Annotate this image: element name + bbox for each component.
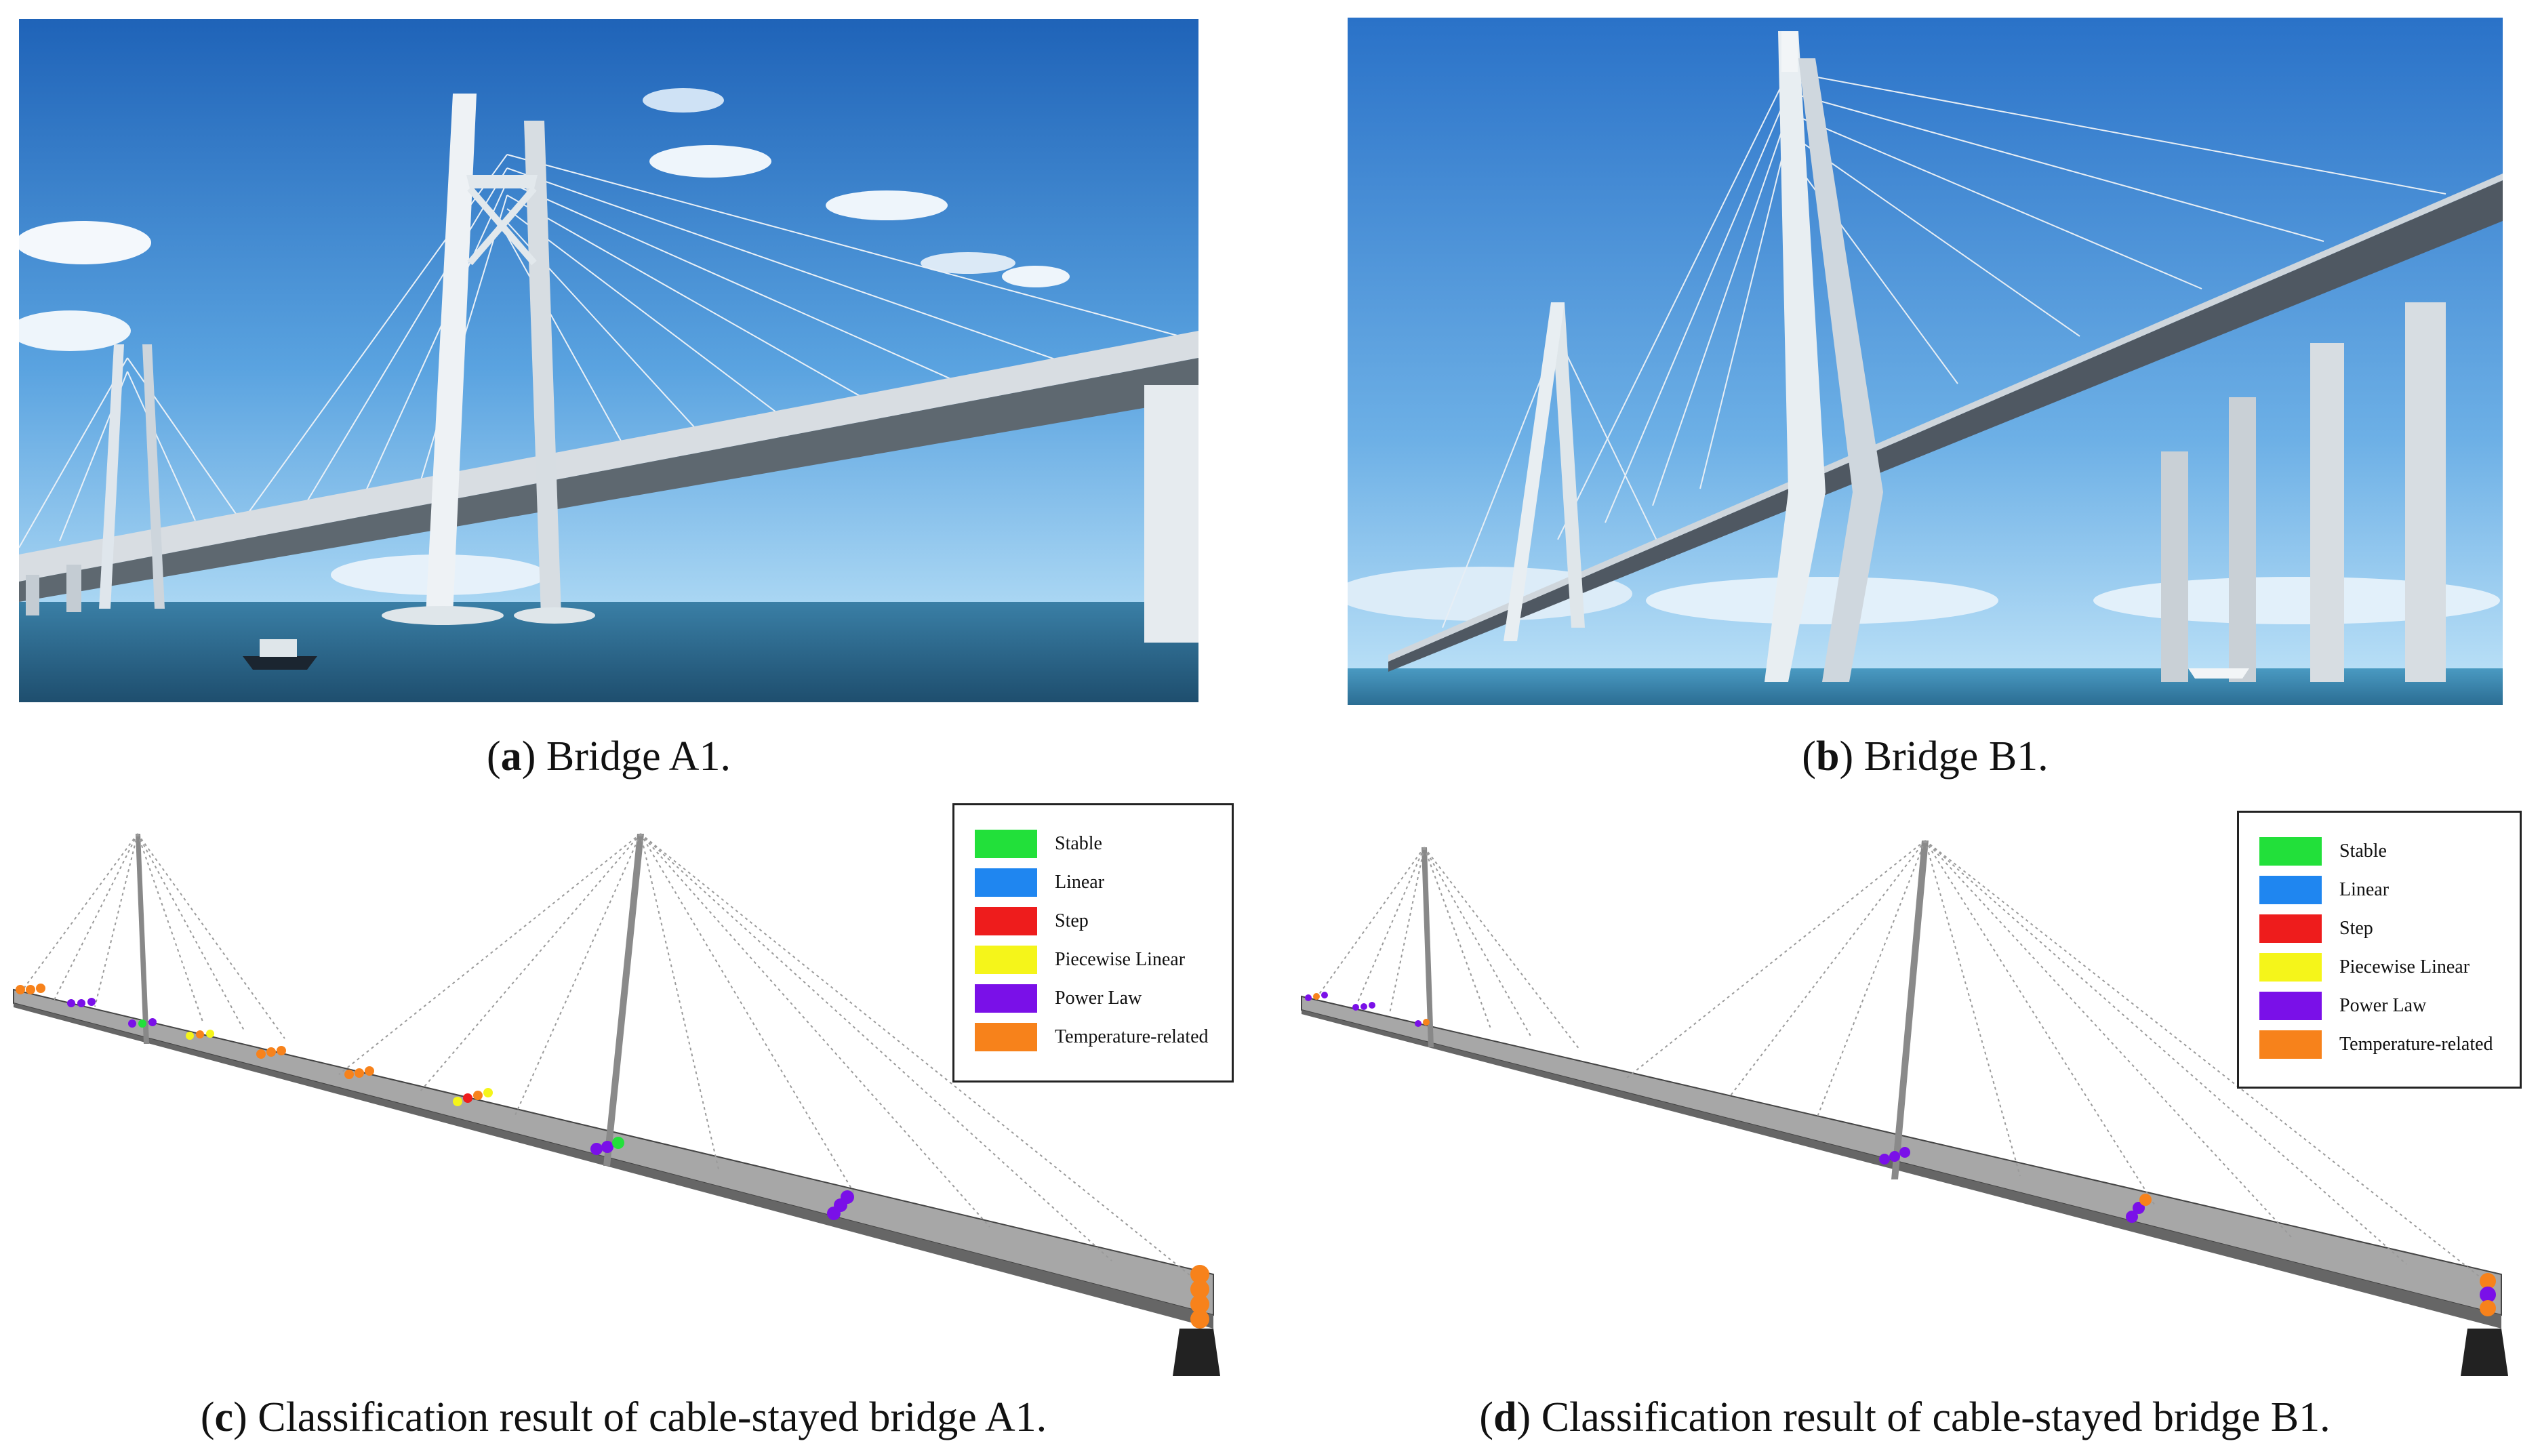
- legend-label: Piecewise Linear: [1055, 948, 1186, 970]
- caption-a-text: ) Bridge A1.: [521, 733, 731, 780]
- caption-d: (d) Classification result of cable-staye…: [1479, 1394, 2331, 1440]
- legend-label: Stable: [1055, 832, 1102, 854]
- legend-item-step: Step: [975, 902, 1217, 940]
- swatch-temperature-related: [975, 1022, 1037, 1051]
- caption-d-letter: d: [1493, 1394, 1517, 1440]
- caption-c-text: ) Classification result of cable-stayed …: [233, 1394, 1047, 1440]
- legend-label: Power Law: [1055, 987, 1142, 1009]
- swatch-stable: [2259, 836, 2322, 866]
- legend-c: Stable Linear Step Piecewise Linear Powe…: [952, 803, 1234, 1083]
- legend-label: Piecewise Linear: [2339, 956, 2470, 977]
- legend-label: Linear: [1055, 871, 1105, 893]
- legend-label: Stable: [2339, 840, 2387, 862]
- legend-label: Temperature-related: [2339, 1033, 2493, 1055]
- legend-item-temperature-related: Temperature-related: [975, 1017, 1217, 1056]
- swatch-step: [975, 906, 1037, 935]
- legend-label: Power Law: [2339, 994, 2427, 1016]
- legend-item-piecewise-linear: Piecewise Linear: [2259, 948, 2505, 986]
- legend-item-temperature-related: Temperature-related: [2259, 1025, 2505, 1064]
- caption-d-text: ) Classification result of cable-stayed …: [1516, 1394, 2331, 1440]
- bridge-a1-model: [0, 800, 1247, 1410]
- caption-c-letter: c: [214, 1394, 234, 1440]
- swatch-power-law: [2259, 991, 2322, 1020]
- legend-item-linear: Linear: [2259, 870, 2505, 909]
- bridge-b1-model: [1288, 800, 2522, 1410]
- swatch-stable: [975, 829, 1037, 858]
- swatch-temperature-related: [2259, 1030, 2322, 1059]
- legend-item-linear: Linear: [975, 863, 1217, 902]
- bridge-a1-photo: [19, 19, 1198, 702]
- legend-item-power-law: Power Law: [975, 979, 1217, 1017]
- swatch-linear: [975, 868, 1037, 897]
- caption-b-letter: b: [1815, 733, 1840, 780]
- legend-label: Linear: [2339, 878, 2390, 900]
- swatch-power-law: [975, 984, 1037, 1013]
- swatch-piecewise-linear: [2259, 952, 2322, 982]
- caption-a: (a) Bridge A1.: [487, 733, 731, 780]
- legend-item-step: Step: [2259, 909, 2505, 948]
- bridge-b1-photo: [1348, 18, 2503, 705]
- caption-b-text: ) Bridge B1.: [1839, 733, 2049, 780]
- legend-item-power-law: Power Law: [2259, 986, 2505, 1025]
- swatch-step: [2259, 914, 2322, 943]
- swatch-piecewise-linear: [975, 945, 1037, 974]
- legend-d: Stable Linear Step Piecewise Linear Powe…: [2237, 811, 2522, 1089]
- legend-label: Step: [2339, 917, 2373, 939]
- legend-item-piecewise-linear: Piecewise Linear: [975, 940, 1217, 979]
- swatch-linear: [2259, 875, 2322, 904]
- legend-label: Step: [1055, 910, 1089, 931]
- caption-a-letter: a: [500, 733, 522, 780]
- legend-item-stable: Stable: [975, 824, 1217, 863]
- caption-b: (b) Bridge B1.: [1802, 733, 2049, 780]
- caption-c: (c) Classification result of cable-staye…: [200, 1394, 1047, 1440]
- legend-item-stable: Stable: [2259, 832, 2505, 870]
- legend-label: Temperature-related: [1055, 1026, 1209, 1047]
